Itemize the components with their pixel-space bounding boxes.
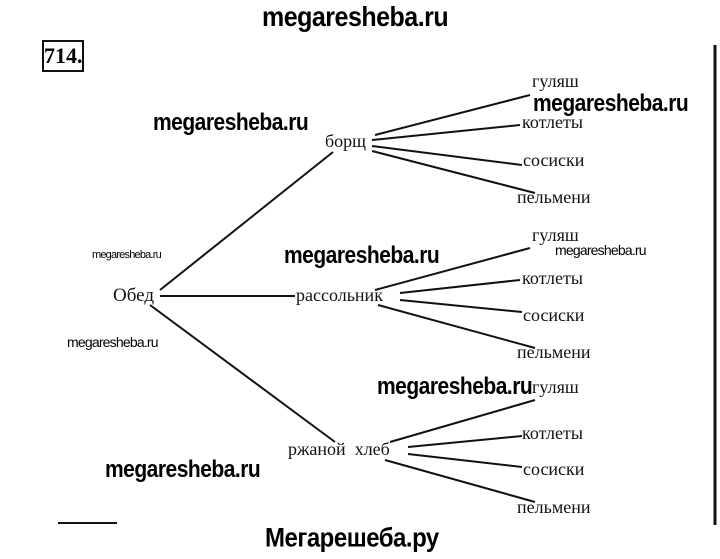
leaf: сосиски [523, 305, 585, 325]
footer-watermark: Мегарешеба.ру [265, 523, 439, 554]
watermark: megaresheba.ru [533, 90, 689, 117]
leaf: гуляш [532, 71, 579, 91]
root-node: Обед [113, 285, 154, 306]
leaf: пельмени [517, 342, 591, 362]
branch-borsch: борщ [325, 131, 367, 151]
watermark: megaresheba.ru [555, 242, 647, 258]
leaf: котлеты [522, 423, 583, 443]
edge [407, 435, 523, 448]
edge [371, 145, 523, 166]
leaf: пельмени [517, 187, 591, 207]
leaf: сосиски [523, 459, 585, 479]
leaf: гуляш [532, 225, 579, 245]
edge-root-bread [149, 304, 336, 443]
edge [371, 124, 521, 141]
watermark: megaresheba.ru [92, 249, 162, 261]
leaf: котлеты [522, 112, 583, 132]
leaf: пельмени [517, 497, 591, 517]
edge-root-borsch [159, 151, 334, 291]
edge [399, 299, 523, 313]
edge [377, 304, 536, 349]
edge [384, 459, 536, 503]
leaf: сосиски [523, 150, 585, 170]
watermark: megaresheba.ru [67, 334, 159, 350]
edge [374, 247, 531, 291]
watermark: megaresheba.ru [284, 242, 440, 269]
leaf: гуляш [532, 377, 579, 397]
edge [407, 453, 523, 468]
edge [371, 150, 536, 194]
branch-bread: ржаной хлеб [288, 439, 390, 459]
watermark: megaresheba.ru [377, 373, 533, 400]
edge [399, 279, 521, 294]
leaf: котлеты [522, 268, 583, 288]
problem-number: 714. [42, 40, 84, 72]
edge [389, 399, 536, 443]
header-watermark: megaresheba.ru [262, 1, 449, 33]
branch-rassolnik: рассольник [296, 285, 383, 305]
edge [374, 94, 531, 136]
watermark: megaresheba.ru [153, 109, 309, 136]
watermark: megaresheba.ru [105, 456, 261, 483]
